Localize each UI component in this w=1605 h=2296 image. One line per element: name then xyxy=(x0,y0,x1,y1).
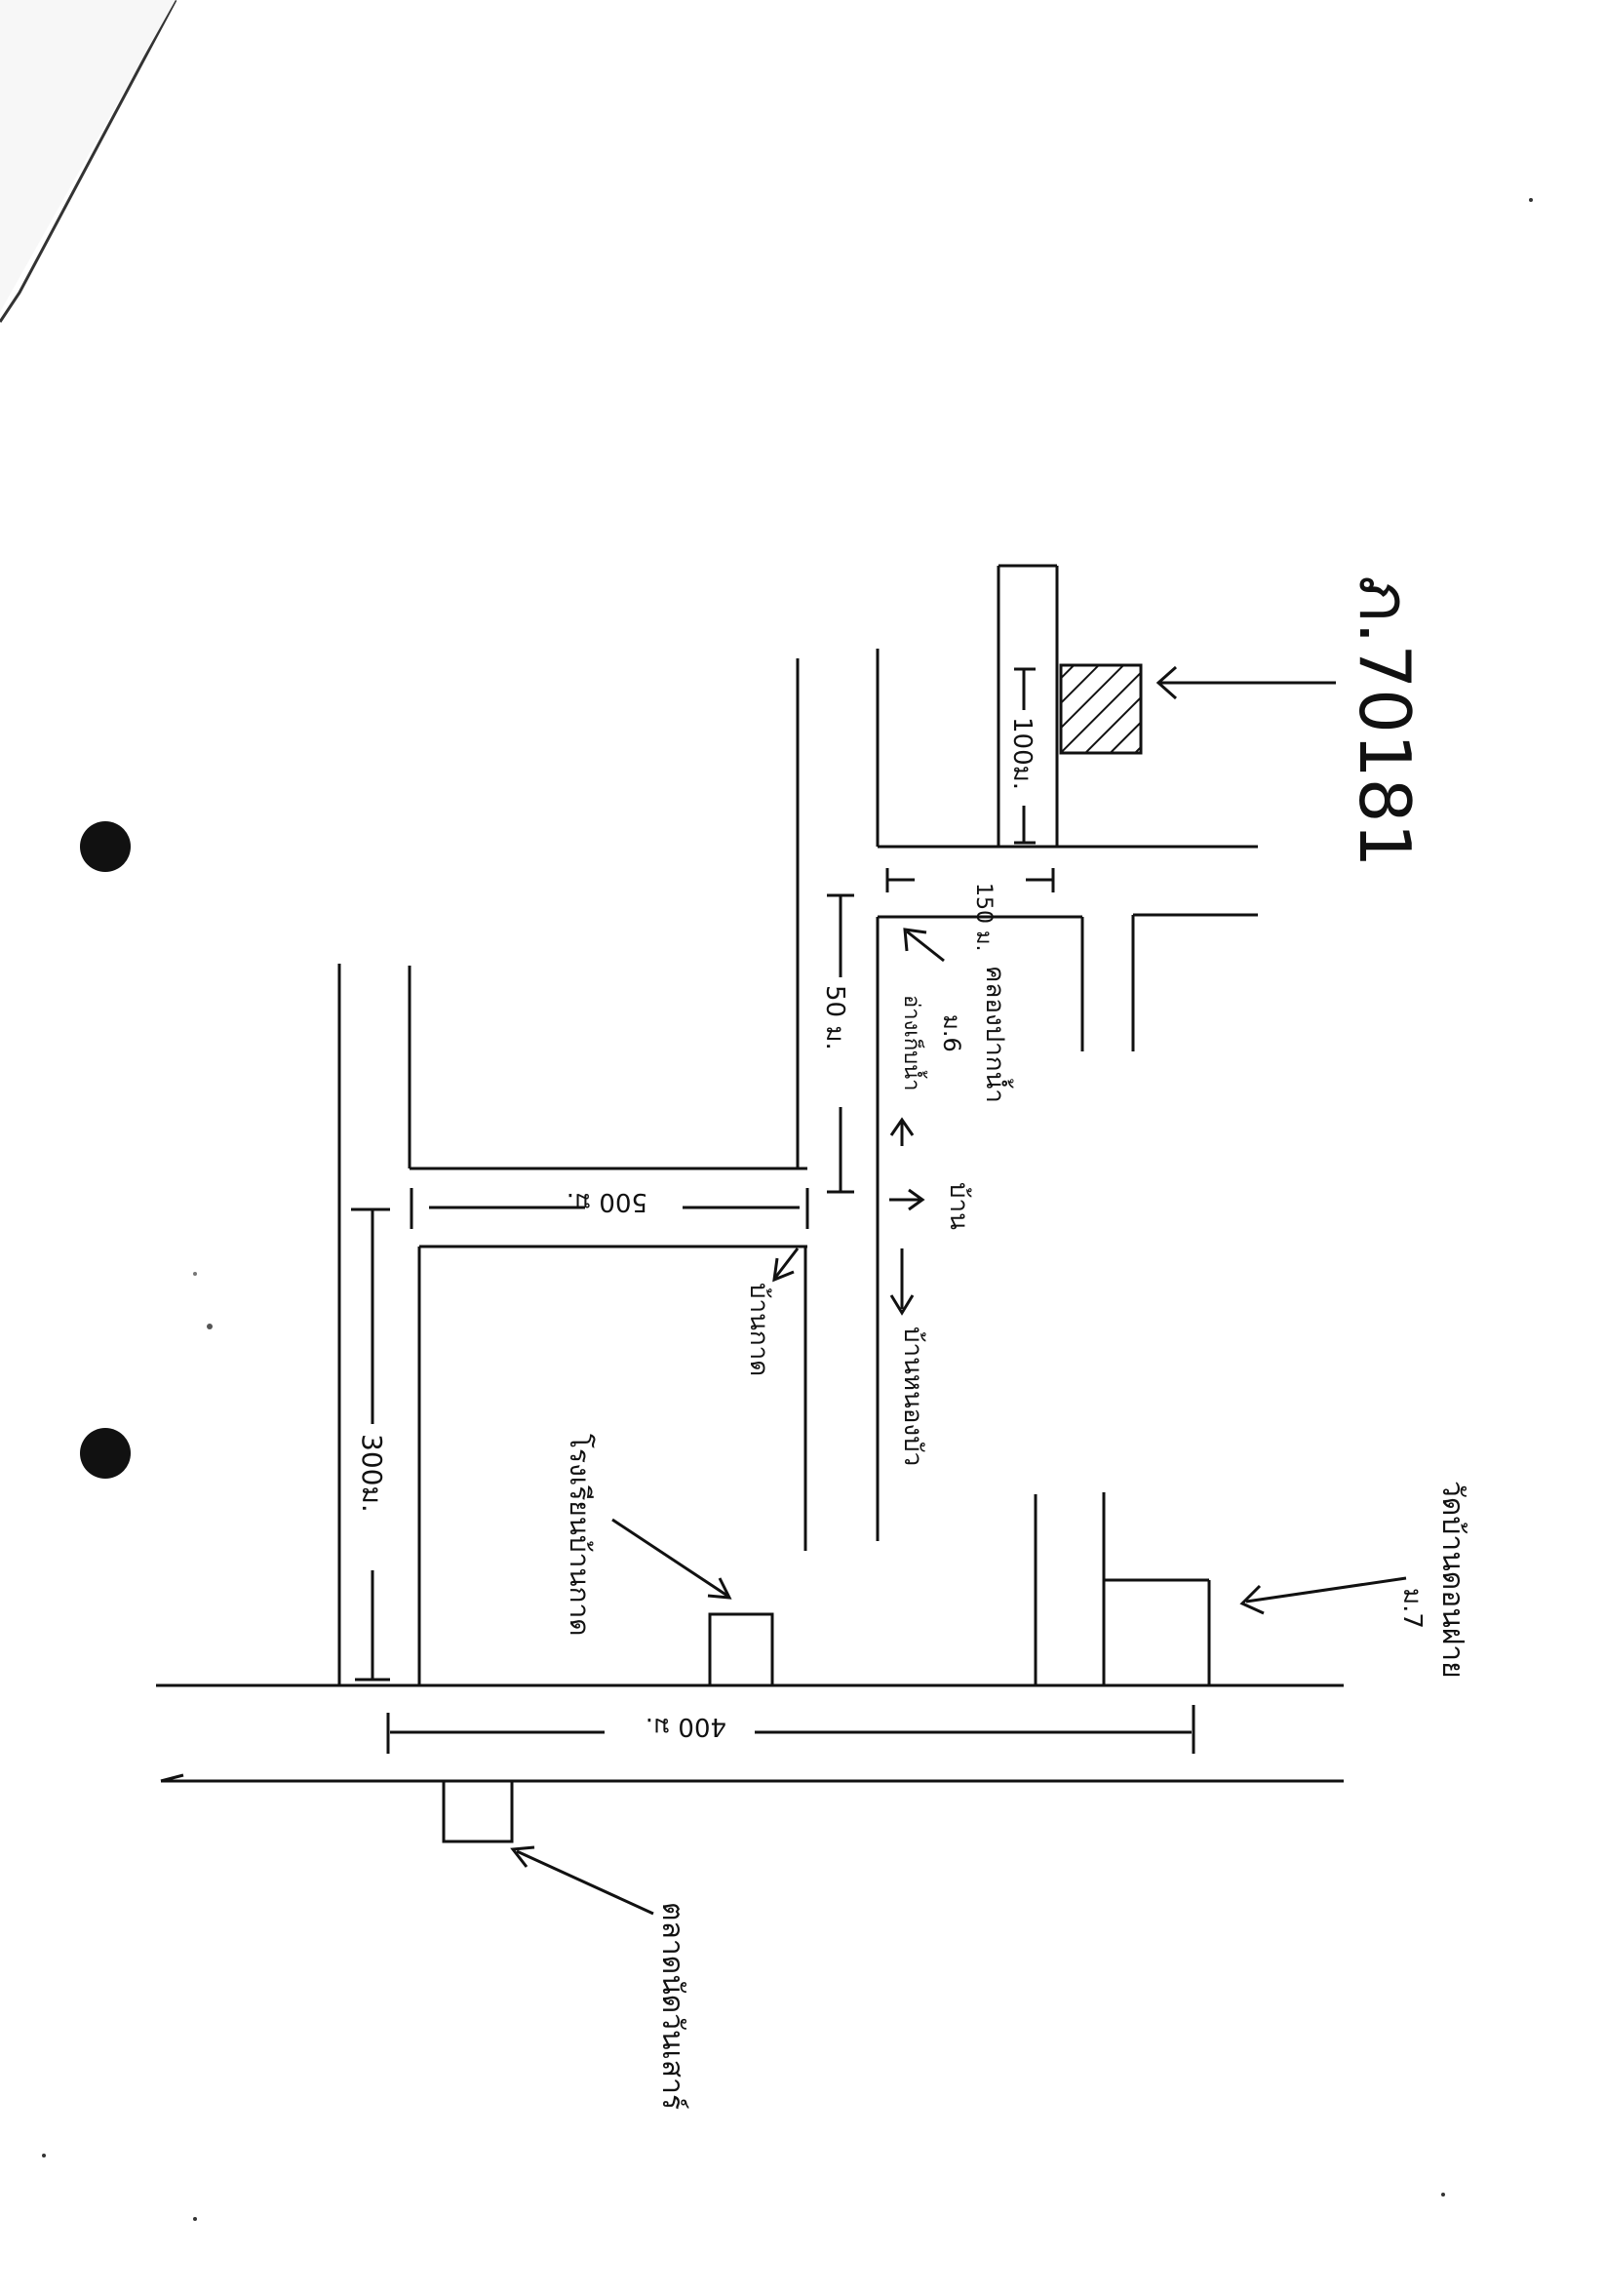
label-market: ตลาดนัดวันเสาร์ xyxy=(655,1902,689,2110)
speck xyxy=(1529,198,1533,202)
label-400m: 400 ม. xyxy=(646,1712,726,1741)
binder-hole-top xyxy=(80,821,131,872)
label-canal: คลองปากน้ำ xyxy=(980,966,1014,1103)
speck xyxy=(207,1324,213,1329)
dim-100m xyxy=(1014,667,1036,845)
temple-arrow xyxy=(1239,1576,1407,1615)
dim-400m xyxy=(386,1705,1195,1754)
dim-500m xyxy=(410,1188,809,1229)
village-arrow-down xyxy=(889,1188,925,1211)
ban-k-arrow xyxy=(772,1247,800,1283)
road-middle-vertical xyxy=(796,649,880,1551)
page-fold-shade xyxy=(0,0,176,312)
dim-50m xyxy=(827,893,854,1194)
label-moo7: ม.7 xyxy=(1397,1588,1427,1629)
target-plot-arrow xyxy=(1155,665,1336,700)
speck xyxy=(193,2217,197,2221)
label-300m: 300ม. xyxy=(356,1434,388,1513)
speck xyxy=(42,2154,46,2157)
label-ban-k: บ้านกาด xyxy=(744,1283,773,1376)
label-village: บ้าน xyxy=(944,1182,973,1230)
speck xyxy=(1441,2193,1445,2197)
label-moo6: ม.6 xyxy=(938,1014,965,1052)
market-arrow xyxy=(510,1845,654,1916)
road-top-stub xyxy=(997,564,1059,847)
document-code: ภ.70181 xyxy=(1344,575,1426,867)
torn-edge xyxy=(0,0,177,323)
road-right-vertical xyxy=(1034,1492,1106,1685)
label-reservoir: อ่างเก็บน้ำ xyxy=(899,995,927,1091)
school-arrow xyxy=(611,1518,732,1600)
road-upper-horizontal xyxy=(878,845,1258,1051)
road-500m-connector xyxy=(410,1167,807,1248)
label-ban-n: บ้านหนองบัว xyxy=(898,1326,927,1466)
market-building xyxy=(442,1779,514,1843)
binder-hole-bottom xyxy=(80,1428,131,1479)
temple-building xyxy=(1104,1578,1211,1685)
label-temple: วัดบ้านดอนฝาย xyxy=(1435,1481,1469,1679)
ban-n-arrow xyxy=(889,1248,915,1316)
label-50m: 50 ม. xyxy=(820,985,849,1050)
label-500m: 500 ม. xyxy=(567,1187,647,1216)
canal-arrow xyxy=(903,928,945,963)
school-building xyxy=(708,1612,774,1687)
dim-150m xyxy=(885,868,1055,892)
reservoir-arrow xyxy=(889,1117,915,1146)
label-150m: 150 ม. xyxy=(971,883,996,951)
label-school: โรงเรียนบ้านกาด xyxy=(564,1434,596,1636)
label-100m: 100ม. xyxy=(1007,717,1037,790)
target-plot-hatched xyxy=(1059,663,1143,755)
dim-300m xyxy=(351,1207,390,1682)
speck xyxy=(193,1272,197,1276)
road-left-vertical xyxy=(337,964,421,1685)
